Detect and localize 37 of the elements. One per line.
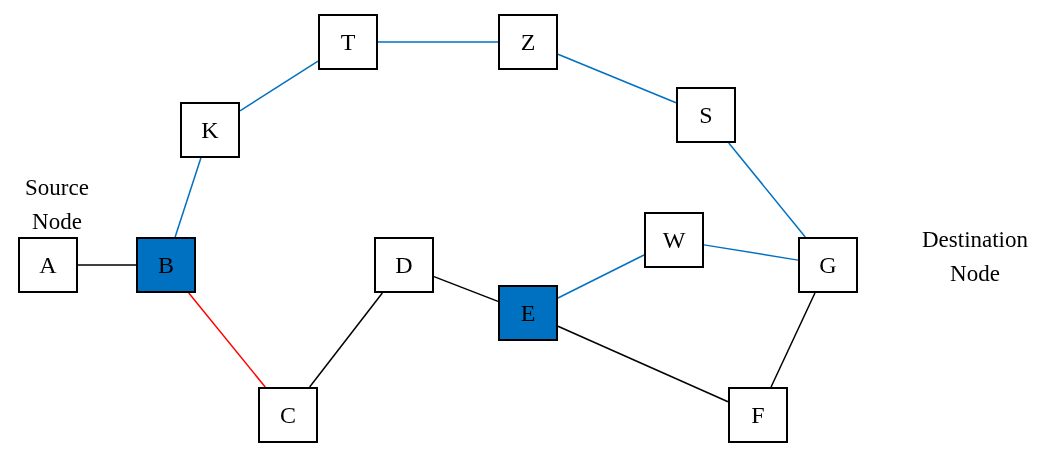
connector-line [174,157,202,238]
node-label: D [395,253,413,277]
node-label: E [520,301,536,325]
connector-line [377,41,499,43]
node-box [498,285,558,341]
connector-line [557,254,645,299]
connector-line [703,244,799,261]
connector-line [557,53,677,104]
connector-line [239,60,319,112]
node-label: F [751,403,765,427]
node-label: C [280,403,296,427]
node-box [180,102,240,158]
node-box [644,212,704,268]
connector-line [77,264,137,266]
connector-line [557,325,729,403]
node-box [318,14,378,70]
node-label: G [819,253,837,277]
node-label: Z [520,30,536,54]
node-label: T [340,30,356,54]
connector-line [188,292,266,388]
connector-line [433,275,499,303]
node-label: W [662,228,686,252]
connector-line [308,292,384,388]
node-caption: Source Node [24,174,90,236]
node-label: A [39,253,57,277]
node-label: S [699,103,713,127]
node-label: B [158,253,174,277]
node-box [498,14,558,70]
connector-line [770,292,816,388]
node-box [728,387,788,443]
node-label: K [201,118,219,142]
node-box [258,387,318,443]
node-box [676,87,736,143]
node-box [136,237,196,293]
connector-line [728,142,806,238]
node-caption: Destination Node [920,226,1029,288]
node-box [374,237,434,293]
